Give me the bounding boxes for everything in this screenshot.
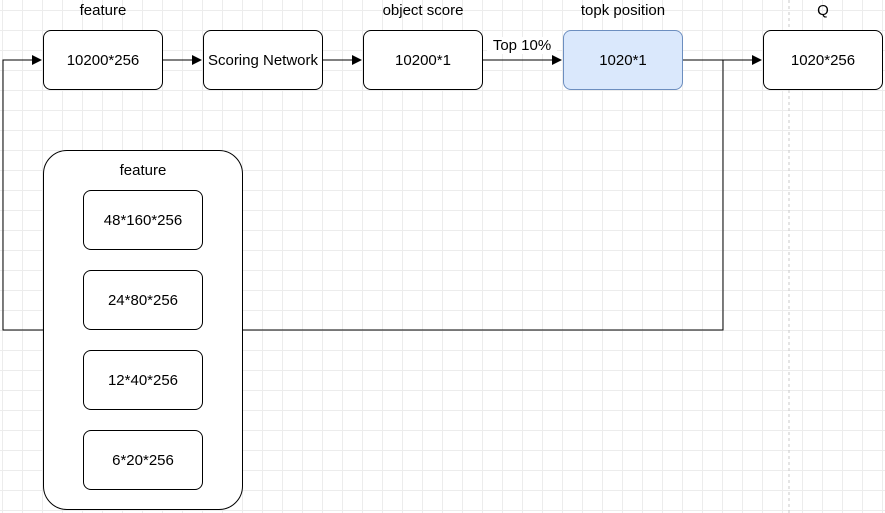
object-score-node[interactable]: 10200*1	[363, 30, 483, 90]
feature-level-3[interactable]: 12*40*256	[83, 350, 203, 410]
q-node[interactable]: 1020*256	[763, 30, 883, 90]
edge-group-to-feature	[2, 55, 43, 331]
object-score-label: object score	[382, 2, 464, 19]
topk-position-label: topk position	[580, 2, 666, 19]
feature-level-2[interactable]: 24*80*256	[83, 270, 203, 330]
edge-group-to-q	[243, 60, 724, 331]
topk-position-node[interactable]: 1020*1	[563, 30, 683, 90]
feature-label: feature	[79, 2, 127, 19]
scoring-network-node[interactable]: Scoring Network	[203, 30, 323, 90]
edge-label-top10: Top 10%	[487, 37, 557, 54]
feature-node[interactable]: 10200*256	[43, 30, 163, 90]
feature-level-4[interactable]: 6*20*256	[83, 430, 203, 490]
q-label: Q	[817, 2, 829, 19]
feature-group-title: feature	[119, 162, 167, 179]
feature-level-1[interactable]: 48*160*256	[83, 190, 203, 250]
